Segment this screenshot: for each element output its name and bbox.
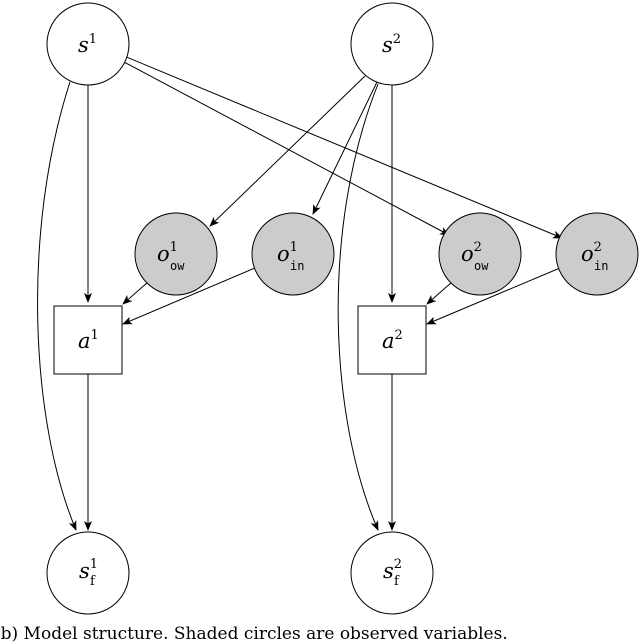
edge-o-ow1-a1	[122, 281, 149, 305]
node-o-ow1	[134, 212, 218, 296]
edge-s1-o-in2	[123, 55, 563, 239]
node-o-ow2	[438, 212, 522, 296]
edge-s1-o-ow2	[123, 61, 450, 236]
node-a1	[53, 305, 123, 375]
label-a1: a1	[78, 328, 99, 353]
node-s2	[350, 2, 434, 86]
node-a2	[357, 305, 427, 375]
edge-o-in2-a2	[426, 267, 561, 325]
label-s2: s2	[382, 32, 401, 57]
node-sf1	[46, 531, 130, 615]
edge-s2-o-in1	[312, 81, 378, 215]
figure-caption: (b) Model structure. Shaded circles are …	[0, 624, 508, 644]
label-s1: s1	[78, 32, 97, 57]
node-sf2	[350, 531, 434, 615]
node-s1	[46, 2, 130, 86]
edge-s2-o-ow1	[209, 75, 366, 227]
edge-o-in1-a1	[122, 267, 256, 325]
node-o-in1	[251, 212, 335, 296]
label-a2: a2	[382, 328, 403, 353]
node-o-in2	[555, 212, 639, 296]
edge-s2-sf2	[337, 83, 379, 531]
edge-o-ow2-a2	[426, 281, 453, 305]
edge-s1-sf1	[37, 81, 77, 531]
